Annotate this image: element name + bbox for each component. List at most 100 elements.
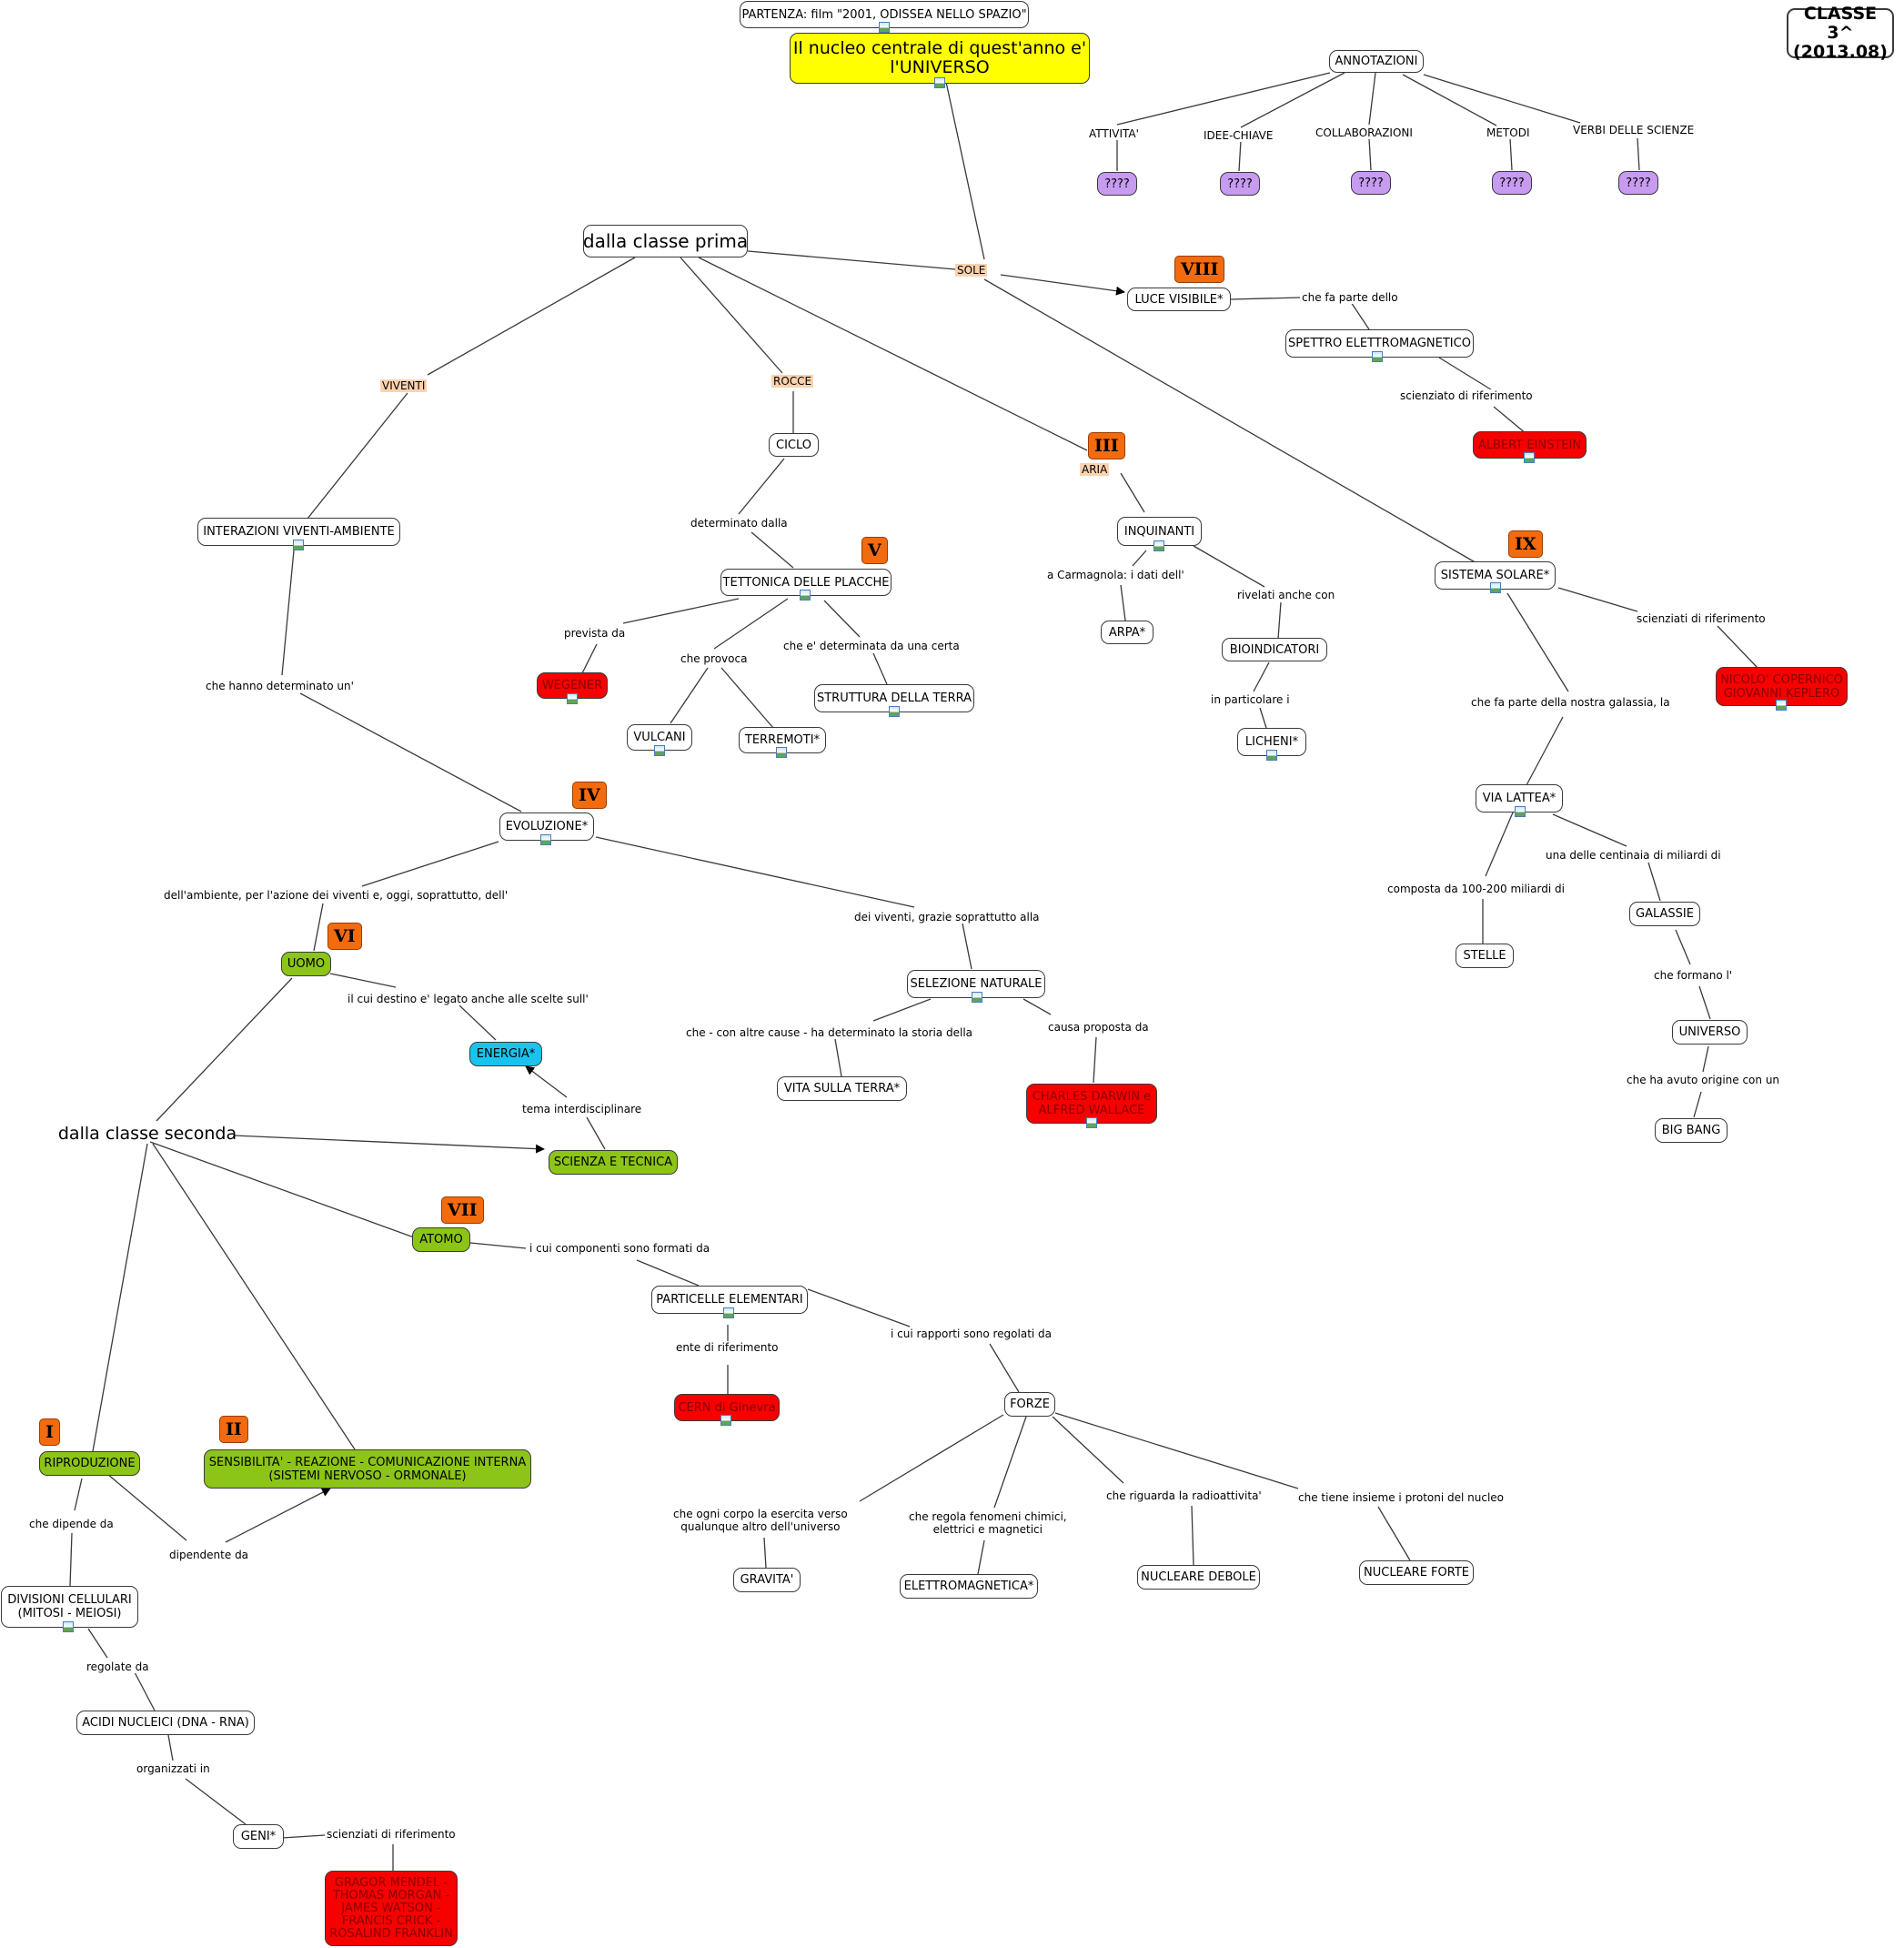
concept-mendel[interactable]: GRAGOR MENDEL - THOMAS MORGAN - JAMES WA… bbox=[325, 1871, 458, 1946]
image-icon[interactable] bbox=[800, 590, 811, 601]
concept-forze[interactable]: FORZE bbox=[1004, 1392, 1055, 1417]
image-icon[interactable] bbox=[1372, 351, 1383, 362]
concept-copernico[interactable]: NICOLO' COPERNICO GIOVANNI KEPLERO bbox=[1716, 667, 1848, 706]
concept-geni[interactable]: GENI* bbox=[233, 1824, 284, 1849]
concept-universo[interactable]: UNIVERSO bbox=[1672, 1020, 1748, 1045]
image-icon[interactable] bbox=[723, 1307, 734, 1318]
concept-label: ???? bbox=[1104, 177, 1130, 191]
concept-ciclo[interactable]: CICLO bbox=[769, 433, 819, 457]
image-icon[interactable] bbox=[934, 77, 945, 88]
concept-question-5[interactable]: ???? bbox=[1618, 171, 1658, 195]
image-icon[interactable] bbox=[1153, 540, 1164, 551]
concept-arpa[interactable]: ARPA* bbox=[1101, 621, 1153, 644]
concept-label: ENERGIA* bbox=[476, 1047, 536, 1061]
concept-atomo[interactable]: ATOMO bbox=[412, 1227, 470, 1252]
image-icon[interactable] bbox=[1524, 452, 1535, 463]
concept-classe-prima[interactable]: dalla classe prima bbox=[583, 225, 748, 257]
concept-galassie[interactable]: GALASSIE bbox=[1629, 902, 1700, 926]
concept-label: FORZE bbox=[1010, 1398, 1050, 1411]
concept-label: ANNOTAZIONI bbox=[1335, 55, 1418, 68]
badge-vii: VII bbox=[441, 1196, 484, 1224]
image-icon[interactable] bbox=[1490, 582, 1501, 593]
concept-label: PARTICELLE ELEMENTARI bbox=[656, 1293, 803, 1307]
link-phrase-galassia: che fa parte della nostra galassia, la bbox=[1469, 696, 1672, 709]
link-phrase-verbi: VERBI DELLE SCIENZE bbox=[1571, 124, 1697, 136]
concept-vita[interactable]: VITA SULLA TERRA* bbox=[777, 1076, 907, 1101]
concept-label: GRAGOR MENDEL - THOMAS MORGAN - JAMES WA… bbox=[329, 1875, 453, 1941]
link-phrase-composta: composta da 100-200 miliardi di bbox=[1385, 883, 1567, 895]
concept-nucleare-forte[interactable]: NUCLEARE FORTE bbox=[1359, 1560, 1474, 1585]
concept-label: STRUTTURA DELLA TERRA bbox=[816, 691, 972, 705]
image-icon[interactable] bbox=[654, 745, 665, 756]
concept-label: BIOINDICATORI bbox=[1229, 642, 1320, 657]
link-phrase-ambiente: dell'ambiente, per l'azione dei viventi … bbox=[162, 889, 510, 902]
concept-spettro[interactable]: SPETTRO ELETTROMAGNETICO bbox=[1285, 329, 1474, 358]
link-phrase-dipendente: dipendente da bbox=[167, 1549, 251, 1561]
concept-label: GRAVITA' bbox=[740, 1573, 794, 1587]
badge-ii: II bbox=[219, 1416, 248, 1443]
image-icon[interactable] bbox=[1515, 806, 1526, 817]
link-phrase-determinato-un: che hanno determinato un' bbox=[204, 680, 356, 692]
image-icon[interactable] bbox=[63, 1621, 74, 1632]
image-icon[interactable] bbox=[1776, 700, 1787, 711]
concept-label: dalla classe seconda bbox=[57, 1123, 237, 1144]
concept-energia[interactable]: ENERGIA* bbox=[469, 1042, 542, 1066]
link-phrase-dipende: che dipende da bbox=[27, 1518, 116, 1530]
concept-label: SPETTRO ELETTROMAGNETICO bbox=[1288, 337, 1471, 350]
badge-iv: IV bbox=[572, 782, 607, 809]
link-phrase-rocce: ROCCE bbox=[771, 375, 814, 388]
concept-question-1[interactable]: ???? bbox=[1097, 172, 1137, 196]
image-icon[interactable] bbox=[567, 693, 578, 704]
badge-ix: IX bbox=[1508, 530, 1543, 558]
concept-acidi[interactable]: ACIDI NUCLEICI (DNA - RNA) bbox=[76, 1711, 255, 1735]
concept-elettromagnetica[interactable]: ELETTROMAGNETICA* bbox=[900, 1574, 1038, 1599]
concept-inquinanti[interactable]: INQUINANTI bbox=[1117, 517, 1202, 546]
concept-label: NICOLO' COPERNICO GIOVANNI KEPLERO bbox=[1720, 672, 1843, 701]
concept-gravita[interactable]: GRAVITA' bbox=[733, 1568, 801, 1592]
concept-uomo[interactable]: UOMO bbox=[281, 952, 331, 976]
concept-label: TETTONICA DELLE PLACCHE bbox=[722, 575, 890, 590]
concept-evoluzione[interactable]: EVOLUZIONE* bbox=[499, 813, 594, 841]
concept-annotazioni[interactable]: ANNOTAZIONI bbox=[1329, 50, 1424, 73]
concept-label: PARTENZA: film "2001, ODISSEA NELLO SPAZ… bbox=[741, 7, 1027, 22]
concept-question-3[interactable]: ???? bbox=[1351, 171, 1391, 195]
image-icon[interactable] bbox=[293, 540, 304, 550]
concept-big-bang[interactable]: BIG BANG bbox=[1655, 1118, 1728, 1143]
concept-label: ACIDI NUCLEICI (DNA - RNA) bbox=[82, 1716, 249, 1730]
concept-sensibilita[interactable]: SENSIBILITA' - REAZIONE - COMUNICAZIONE … bbox=[204, 1449, 531, 1489]
image-icon[interactable] bbox=[540, 834, 551, 845]
concept-riproduzione[interactable]: RIPRODUZIONE bbox=[39, 1451, 140, 1476]
link-phrase-prevista-da: prevista da bbox=[562, 627, 628, 640]
concept-label: ARPA* bbox=[1108, 625, 1146, 640]
concept-question-2[interactable]: ???? bbox=[1220, 172, 1260, 196]
link-phrase-chimici: che regola fenomeni chimici, elettrici e… bbox=[907, 1510, 1069, 1536]
concept-luce-visibile[interactable]: LUCE VISIBILE* bbox=[1127, 288, 1231, 311]
concept-bioindicatori[interactable]: BIOINDICATORI bbox=[1222, 638, 1327, 661]
image-icon[interactable] bbox=[776, 747, 787, 758]
image-icon[interactable] bbox=[1086, 1117, 1097, 1128]
concept-label: ???? bbox=[1499, 176, 1525, 190]
image-icon[interactable] bbox=[720, 1415, 731, 1426]
concept-darwin[interactable]: CHARLES DARWIN e ALFRED WALLACE bbox=[1026, 1084, 1157, 1124]
link-phrase-collaborazioni: COLLABORAZIONI bbox=[1314, 126, 1415, 139]
image-icon[interactable] bbox=[972, 992, 982, 1003]
concept-label: GALASSIE bbox=[1636, 907, 1694, 921]
image-icon[interactable] bbox=[889, 706, 900, 717]
link-phrase-radioattivita: che riguarda la radioattivita' bbox=[1104, 1489, 1264, 1502]
badge-v: V bbox=[861, 537, 888, 564]
concept-divisioni[interactable]: DIVISIONI CELLULARI (MITOSI - MEIOSI) bbox=[1, 1586, 138, 1628]
concept-scienza-tecnica[interactable]: SCIENZA E TECNICA bbox=[549, 1150, 678, 1175]
image-icon[interactable] bbox=[1266, 750, 1277, 761]
link-phrase-causa: causa proposta da bbox=[1046, 1021, 1151, 1034]
concept-label: NUCLEARE FORTE bbox=[1364, 1566, 1469, 1580]
link-phrase-attivita: ATTIVITA' bbox=[1087, 127, 1141, 140]
concept-question-4[interactable]: ???? bbox=[1492, 171, 1532, 195]
concept-label: TERREMOTI* bbox=[744, 733, 821, 747]
concept-stelle[interactable]: STELLE bbox=[1456, 944, 1514, 968]
concept-nucleare-debole[interactable]: NUCLEARE DEBOLE bbox=[1137, 1565, 1260, 1590]
concept-classe-seconda[interactable]: dalla classe seconda bbox=[57, 1120, 237, 1147]
concept-einstein[interactable]: ALBERT EINSTEIN bbox=[1473, 431, 1587, 459]
concept-universo-core[interactable]: Il nucleo centrale di quest'anno e' l'UN… bbox=[790, 33, 1090, 84]
doc-icon[interactable] bbox=[879, 22, 890, 33]
link-phrase-protoni: che tiene insieme i protoni del nucleo bbox=[1296, 1491, 1506, 1504]
